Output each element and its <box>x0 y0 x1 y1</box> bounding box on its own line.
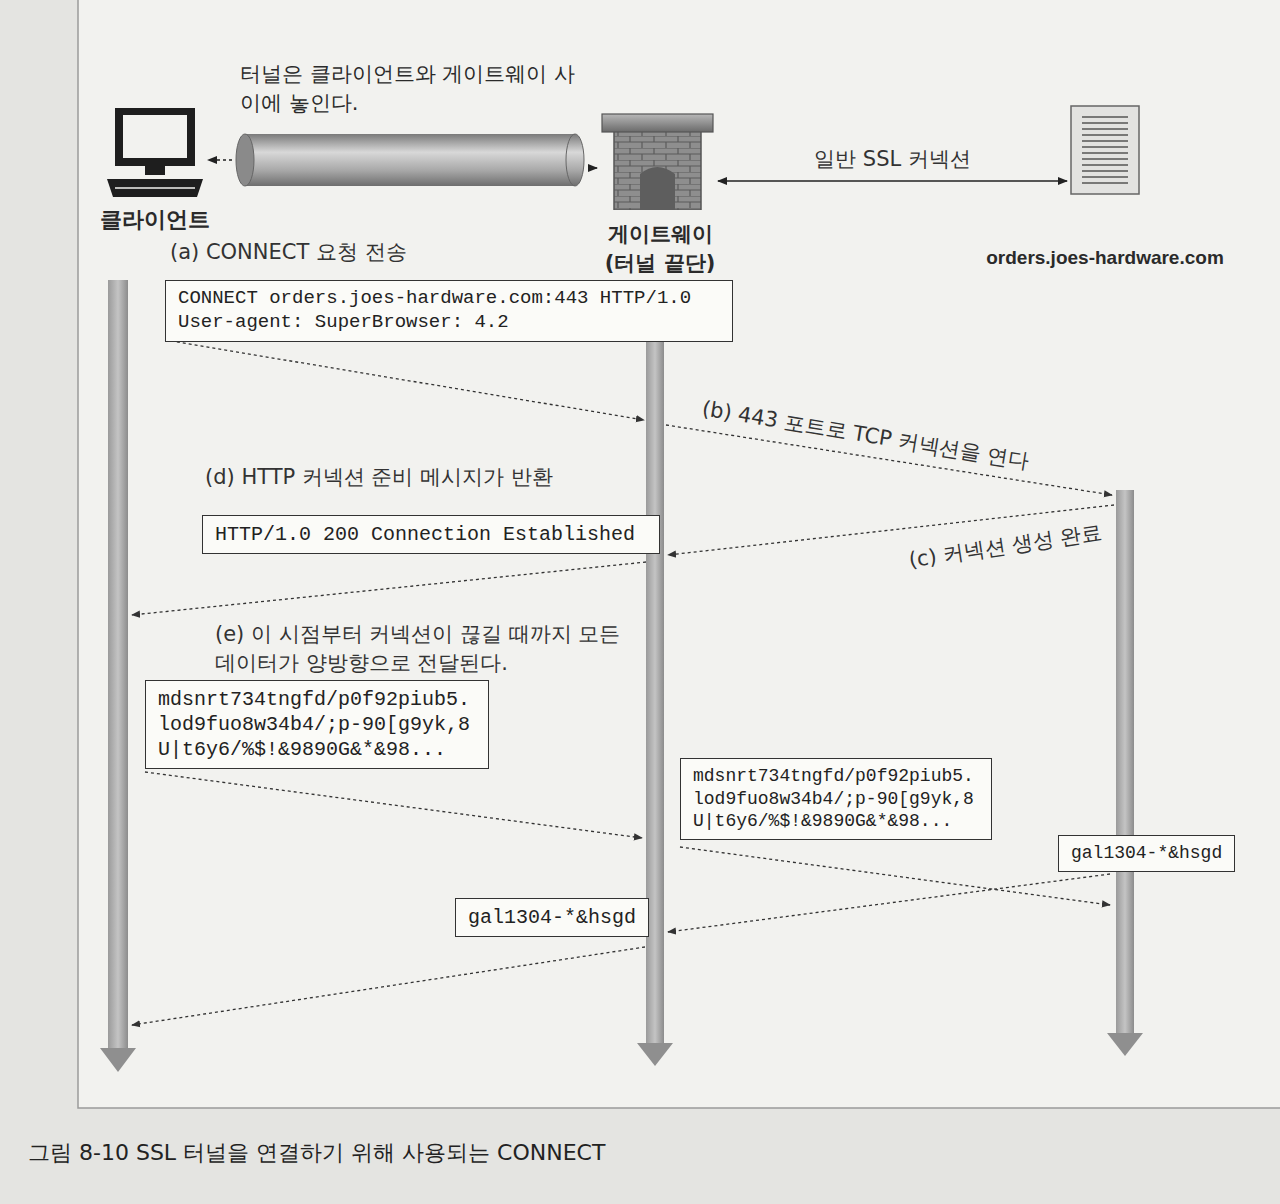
box-text: gal1304-*&hsgd <box>468 905 636 930</box>
figure-frame <box>78 0 1280 1108</box>
computer-icon <box>105 108 205 198</box>
step-label: (e) 이 시점부터 커넥션이 끊길 때까지 모든 데이터가 양방향으로 전달된… <box>215 620 635 679</box>
encrypted-data-box: mdsnrt734tngfd/p0f92piub5. lod9fuo8w34b4… <box>145 680 489 769</box>
step-label: (d) HTTP 커넥션 준비 메시지가 반환 <box>205 463 665 492</box>
response-box: HTTP/1.0 200 Connection Established <box>202 515 660 554</box>
request-box: CONNECT orders.joes-hardware.com:443 HTT… <box>165 280 733 342</box>
server-icon <box>1070 105 1140 195</box>
step-label: (c) 커넥션 생성 완료 <box>906 518 1103 576</box>
step-label: (b) 443 포트로 TCP 커넥션을 연다 <box>700 395 1032 478</box>
encrypted-data-box: gal1304-*&hsgd <box>1058 835 1235 872</box>
node-label: orders.joes-hardware.com <box>970 245 1240 272</box>
step-label: (a) CONNECT 요청 전송 <box>170 238 570 267</box>
client-node: 클라이언트 <box>105 108 205 198</box>
firewall-gateway-icon <box>600 112 715 210</box>
box-text: mdsnrt734tngfd/p0f92piub5. lod9fuo8w34b4… <box>693 765 979 833</box>
connector <box>588 167 597 168</box>
tunnel-node: 터널은 클라이언트와 게이트웨이 사이에 놓인다. <box>235 130 585 190</box>
box-text: mdsnrt734tngfd/p0f92piub5. lod9fuo8w34b4… <box>158 687 476 762</box>
box-text: gal1304-*&hsgd <box>1071 842 1222 865</box>
connector <box>208 159 232 160</box>
lifelines <box>100 280 1143 1072</box>
connector-label: 일반 SSL 커넥션 <box>811 145 974 174</box>
connector <box>718 180 1067 182</box>
box-text: HTTP/1.0 200 Connection Established <box>215 522 647 547</box>
figure-caption: 그림 8-10 SSL 터널을 연결하기 위해 사용되는 CONNECT <box>28 1138 605 1169</box>
tunnel-cylinder <box>235 130 585 190</box>
server-node: orders.joes-hardware.com <box>1070 105 1140 195</box>
box-text: CONNECT orders.joes-hardware.com:443 HTT… <box>178 287 720 335</box>
encrypted-data-box: mdsnrt734tngfd/p0f92piub5. lod9fuo8w34b4… <box>680 758 992 840</box>
gateway-node: 게이트웨이 (터널 끝단) <box>600 112 715 210</box>
encrypted-data-box: gal1304-*&hsgd <box>455 898 649 937</box>
node-label: 클라이언트 <box>90 205 220 236</box>
node-label: 터널은 클라이언트와 게이트웨이 사이에 놓인다. <box>240 60 585 119</box>
message-arrows <box>132 340 1114 1025</box>
node-label: 게이트웨이 (터널 끝단) <box>590 220 730 279</box>
